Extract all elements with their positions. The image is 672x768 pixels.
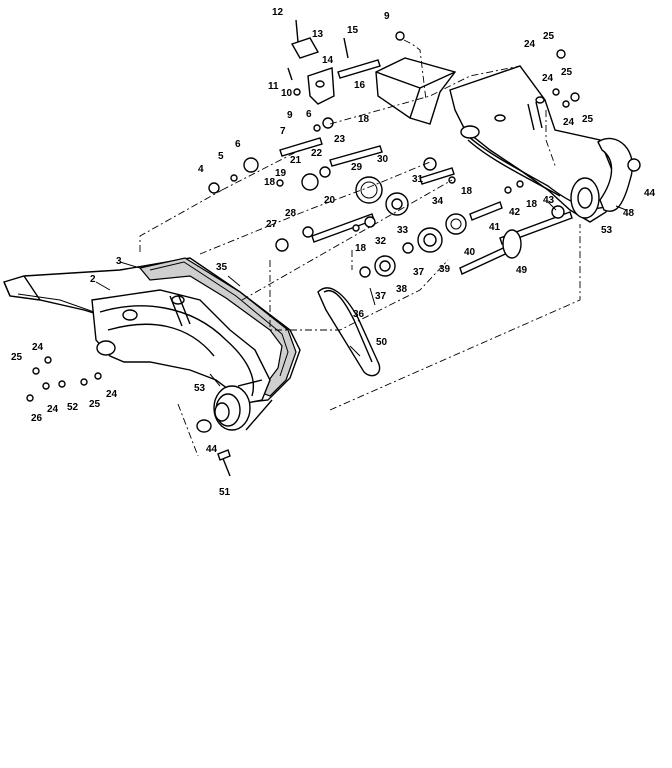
- callout-44: 44: [644, 188, 656, 199]
- hardware-washers: [26, 31, 641, 402]
- callout-24: 24: [106, 389, 118, 400]
- callout-3: 3: [116, 256, 122, 267]
- callout-9: 9: [287, 110, 293, 121]
- callout-24: 24: [32, 342, 44, 353]
- callout-23: 23: [334, 134, 346, 145]
- callout-27: 27: [266, 219, 278, 230]
- callout-24: 24: [524, 39, 536, 50]
- callout-16: 16: [354, 80, 366, 91]
- callout-15: 15: [347, 25, 359, 36]
- callout-5: 5: [218, 151, 224, 162]
- callout-37: 37: [375, 291, 387, 302]
- callout-42: 42: [509, 207, 521, 218]
- callout-39: 39: [439, 264, 451, 275]
- callout-49: 49: [516, 265, 528, 276]
- callout-33: 33: [397, 225, 409, 236]
- callout-51: 51: [219, 487, 231, 498]
- callout-18: 18: [461, 186, 473, 197]
- callout-38: 38: [396, 284, 408, 295]
- callout-18: 18: [264, 177, 276, 188]
- callout-6: 6: [306, 109, 312, 120]
- callout-24: 24: [47, 404, 59, 415]
- callout-35: 35: [216, 262, 228, 273]
- callout-44: 44: [206, 444, 218, 455]
- callout-25: 25: [11, 352, 23, 363]
- callout-6: 6: [235, 139, 241, 150]
- callout-21: 21: [290, 155, 302, 166]
- callout-53: 53: [601, 225, 613, 236]
- callout-36: 36: [353, 309, 365, 320]
- callout-7: 7: [280, 126, 286, 137]
- upper-small-brackets: [287, 19, 349, 105]
- callout-13: 13: [312, 29, 324, 40]
- drive-chain-50: [317, 287, 381, 377]
- callout-19: 19: [275, 168, 287, 179]
- callout-43: 43: [543, 195, 555, 206]
- cover-48: [597, 137, 633, 212]
- callout-28: 28: [285, 208, 297, 219]
- sprockets: [243, 157, 522, 277]
- callout-53: 53: [194, 383, 206, 394]
- hub-assembly-53: [196, 379, 273, 433]
- upper-bracket-block: [375, 57, 457, 125]
- callout-40: 40: [464, 247, 476, 258]
- callout-41: 41: [489, 222, 501, 233]
- callout-24: 24: [542, 73, 554, 84]
- callout-50: 50: [376, 337, 388, 348]
- callout-14: 14: [322, 55, 334, 66]
- callout-2: 2: [90, 274, 96, 285]
- callout-25: 25: [89, 399, 101, 410]
- callout-18: 18: [358, 114, 370, 125]
- callout-9: 9: [384, 11, 390, 22]
- right-chain-case: [449, 65, 613, 223]
- callout-11: 11: [268, 81, 279, 92]
- callout-12: 12: [272, 7, 284, 18]
- callout-31: 31: [412, 174, 424, 185]
- callout-25: 25: [543, 31, 555, 42]
- callout-24: 24: [563, 117, 575, 128]
- callout-34: 34: [432, 196, 444, 207]
- callout-48: 48: [623, 208, 635, 219]
- callout-4: 4: [198, 164, 204, 175]
- leader-lines: [95, 201, 627, 387]
- callout-29: 29: [351, 162, 363, 173]
- bolt-51: [217, 449, 231, 477]
- callout-10: 10: [281, 88, 293, 99]
- callout-32: 32: [375, 236, 387, 247]
- callout-30: 30: [377, 154, 389, 165]
- callout-18: 18: [526, 199, 538, 210]
- callout-25: 25: [582, 114, 594, 125]
- callout-labels: 12 13 15 9 14 16 11 10 9 24 25 24 25 24 …: [11, 7, 656, 498]
- callout-18: 18: [355, 243, 367, 254]
- callout-20: 20: [324, 195, 336, 206]
- callout-26: 26: [31, 413, 43, 424]
- callout-25: 25: [561, 67, 573, 78]
- callout-22: 22: [311, 148, 323, 159]
- callout-37: 37: [413, 267, 425, 278]
- assembly-lines: [139, 39, 581, 457]
- callout-52: 52: [67, 402, 79, 413]
